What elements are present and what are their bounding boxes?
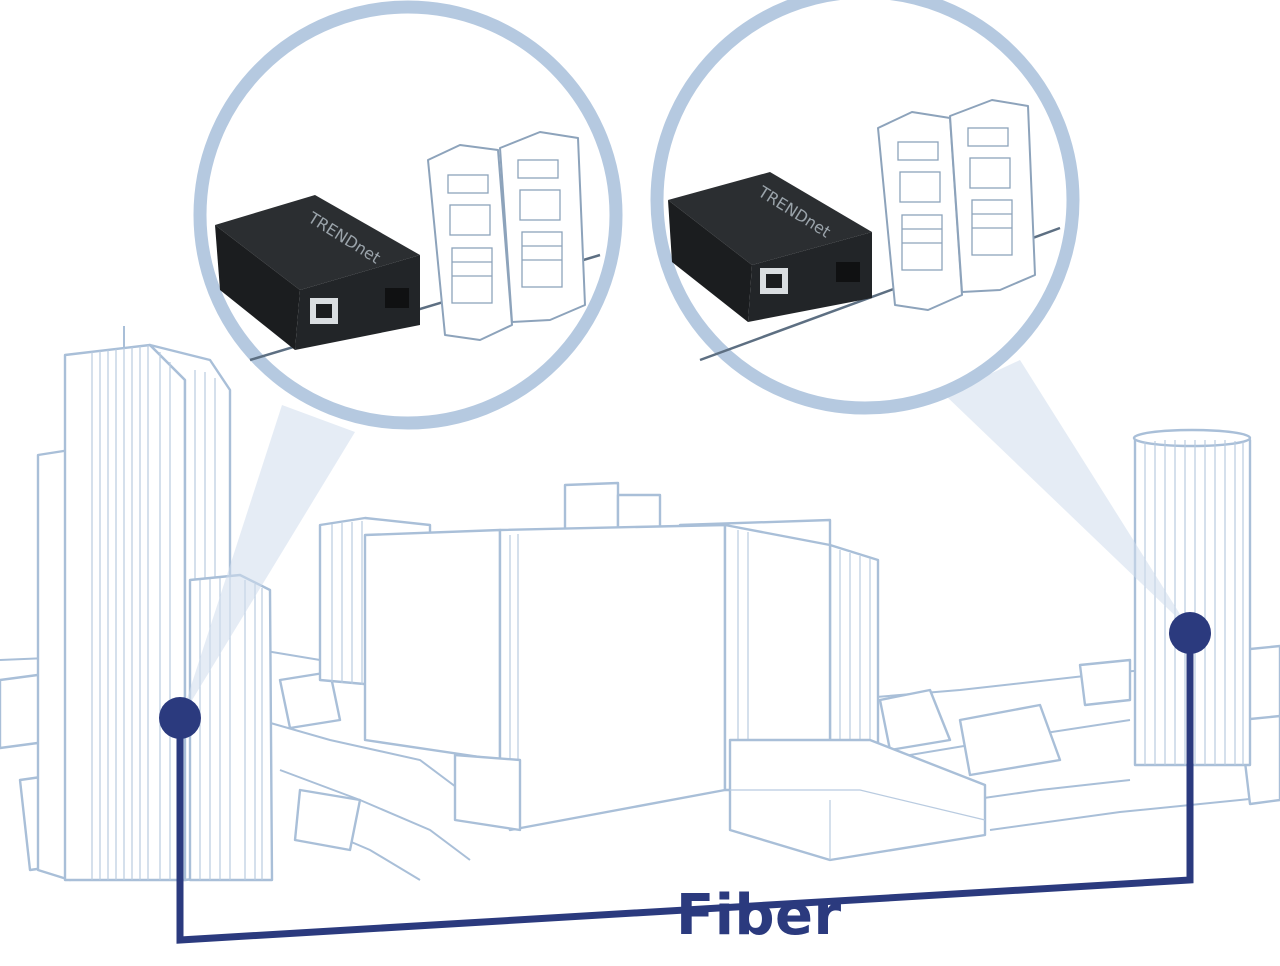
left-skyscraper — [36, 326, 274, 882]
right-callout-beam — [945, 360, 1190, 630]
fiber-cable-line — [176, 635, 1194, 944]
server-rack-icon — [877, 99, 1036, 311]
left-callout: TRENDnet — [193, 0, 623, 430]
server-rack-icon — [427, 131, 586, 341]
right-endpoint-dot — [1169, 612, 1211, 654]
right-skyscraper — [1132, 428, 1252, 767]
right-callout: TRENDnet — [650, 0, 1080, 415]
fiber-label: Fiber — [676, 883, 842, 948]
left-callout-beam — [180, 405, 355, 720]
fiber-converter-icon: TRENDnet — [668, 172, 872, 322]
fiber-converter-icon: TRENDnet — [215, 195, 420, 350]
center-buildings — [318, 481, 987, 862]
fiber-link — [159, 612, 1211, 944]
left-endpoint-dot — [159, 697, 201, 739]
